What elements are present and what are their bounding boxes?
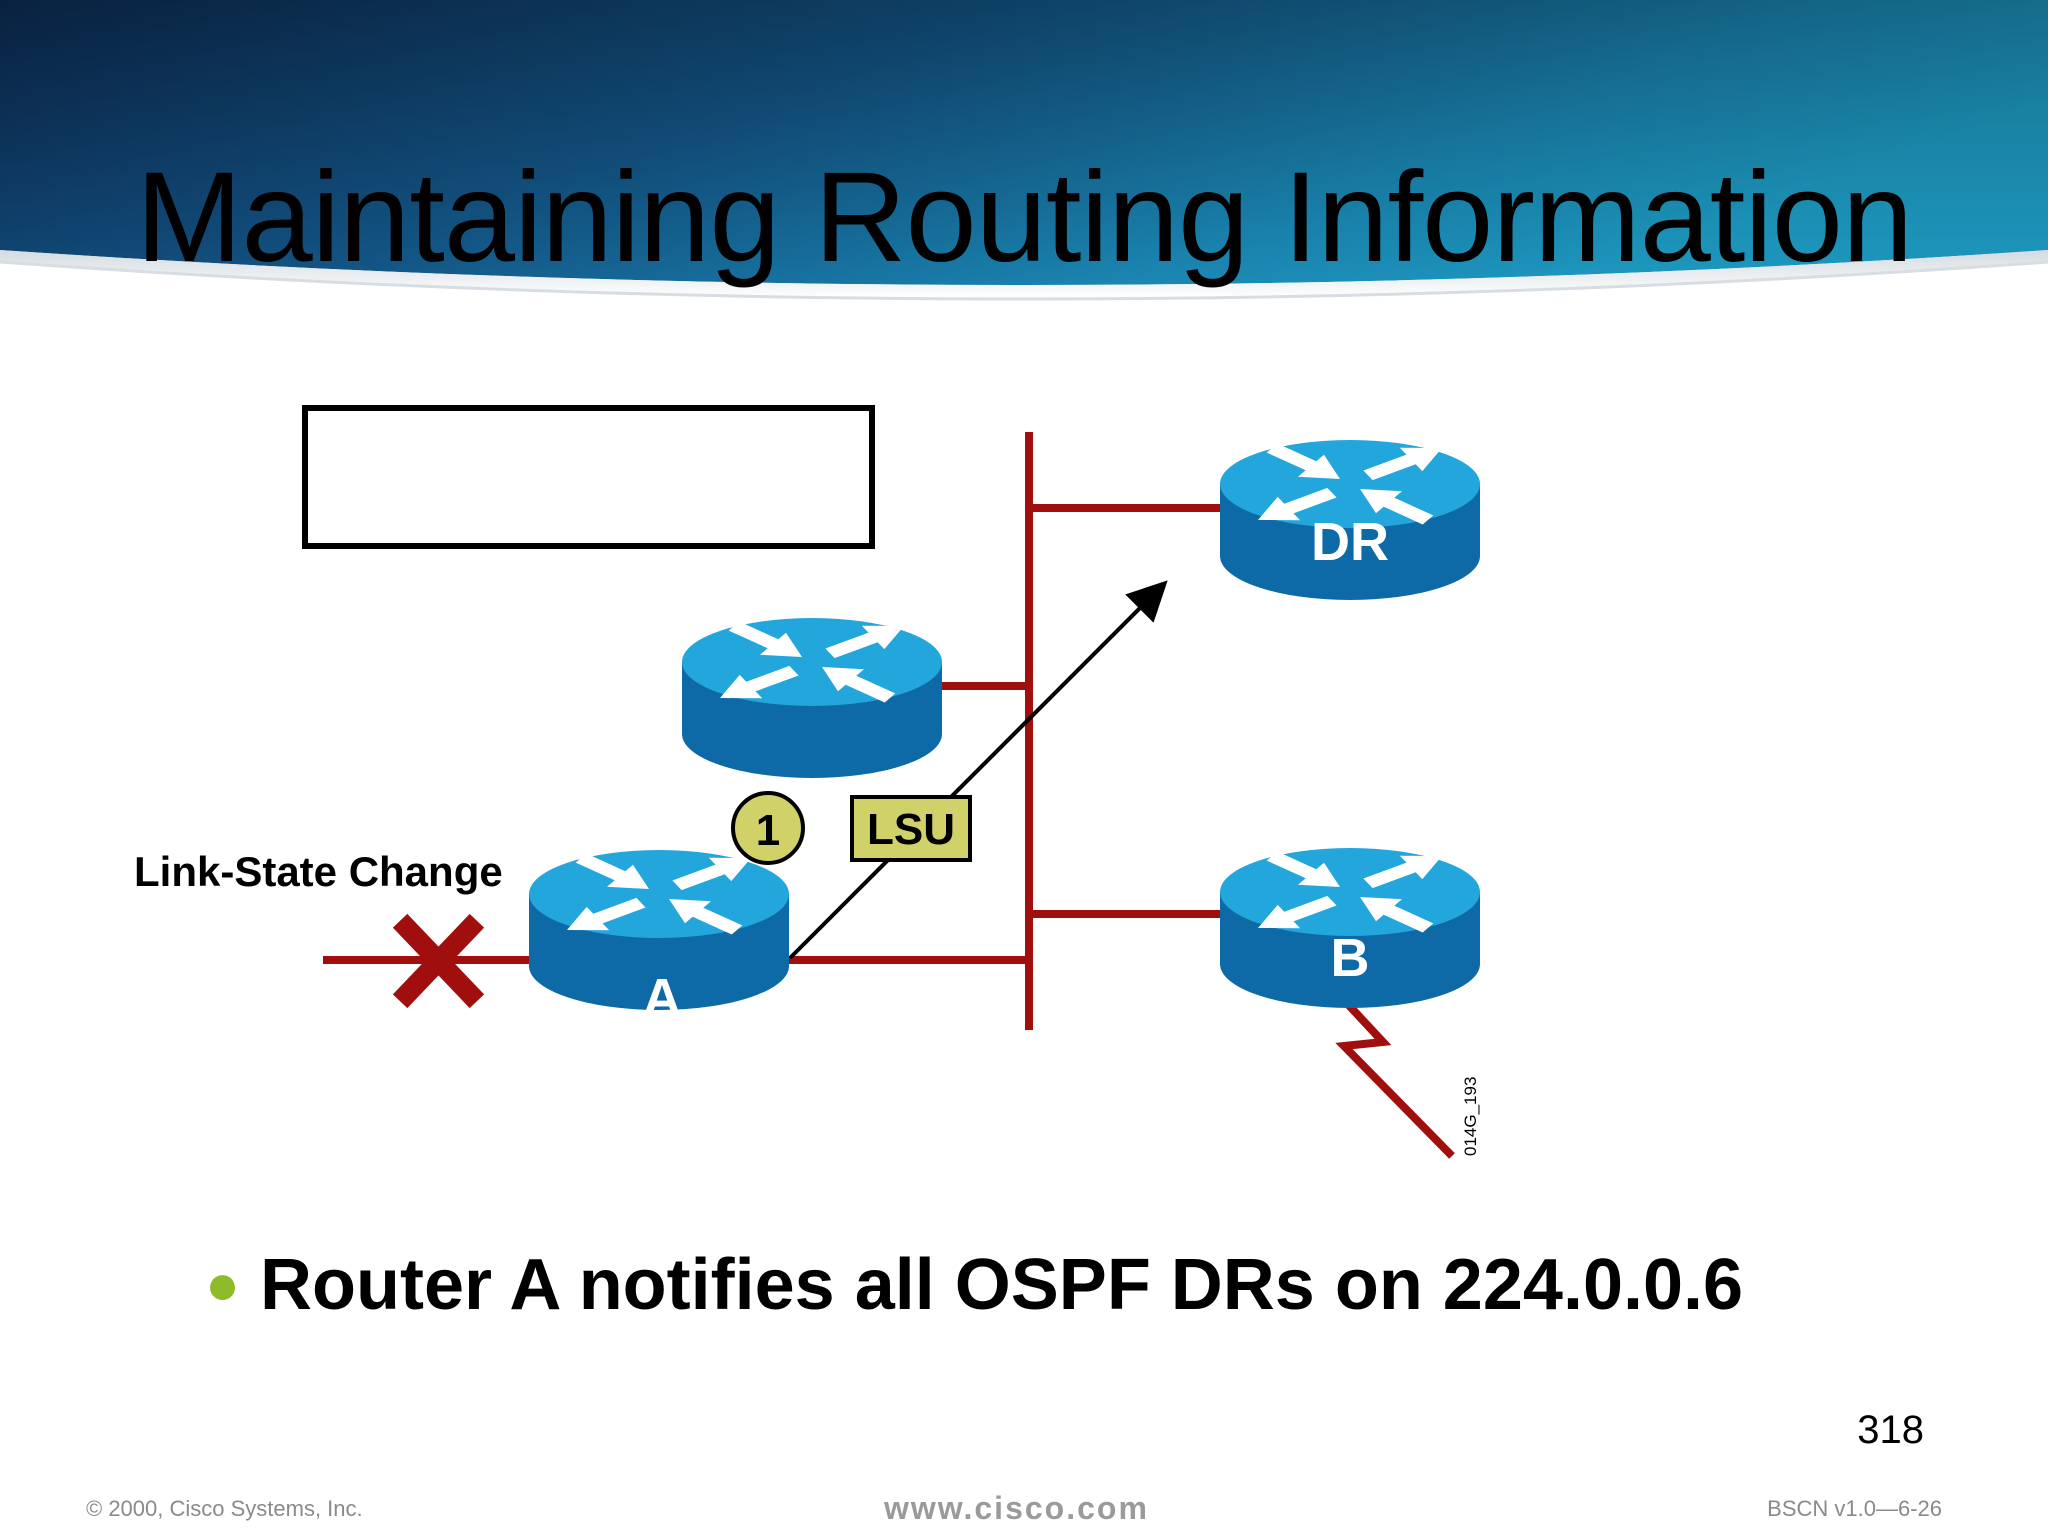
router-a-icon <box>529 850 789 1010</box>
step-badge: 1 <box>731 791 805 865</box>
link-state-change-label: Link-State Change <box>134 848 503 895</box>
router-dr-label: DR <box>1311 512 1389 572</box>
page-number: 318 <box>1857 1408 1924 1452</box>
slide-title: Maintaining Routing Information <box>135 146 1913 289</box>
step-number: 1 <box>756 806 780 855</box>
lsu-badge: LSU <box>850 795 972 862</box>
footer-copyright: © 2000, Cisco Systems, Inc. <box>86 1496 363 1521</box>
router-dr-icon <box>1220 440 1480 600</box>
router-icon <box>682 618 942 778</box>
lsu-arrow <box>788 580 1168 960</box>
router-b-label: B <box>1331 928 1370 988</box>
router-a-label: A <box>643 968 682 1028</box>
link-failure-x-icon <box>392 913 485 1009</box>
figure-id: 014G_193 <box>1461 1077 1480 1156</box>
footer-url: www.cisco.com <box>884 1490 1149 1526</box>
header-banner <box>0 0 2048 301</box>
bullet-item: ● Router A notifies all OSPF DRs on 224.… <box>205 1240 1743 1330</box>
empty-label-box <box>302 405 875 549</box>
network-links <box>323 432 1455 1159</box>
bullet-text: Router A notifies all OSPF DRs on 224.0.… <box>260 1245 1744 1325</box>
bullet-dot-icon: ● <box>205 1252 241 1317</box>
lsu-label: LSU <box>867 805 955 854</box>
router-b-icon <box>1220 848 1480 1008</box>
serial-link-b <box>1327 982 1455 1159</box>
footer-course-code: BSCN v1.0—6-26 <box>1767 1496 1942 1521</box>
